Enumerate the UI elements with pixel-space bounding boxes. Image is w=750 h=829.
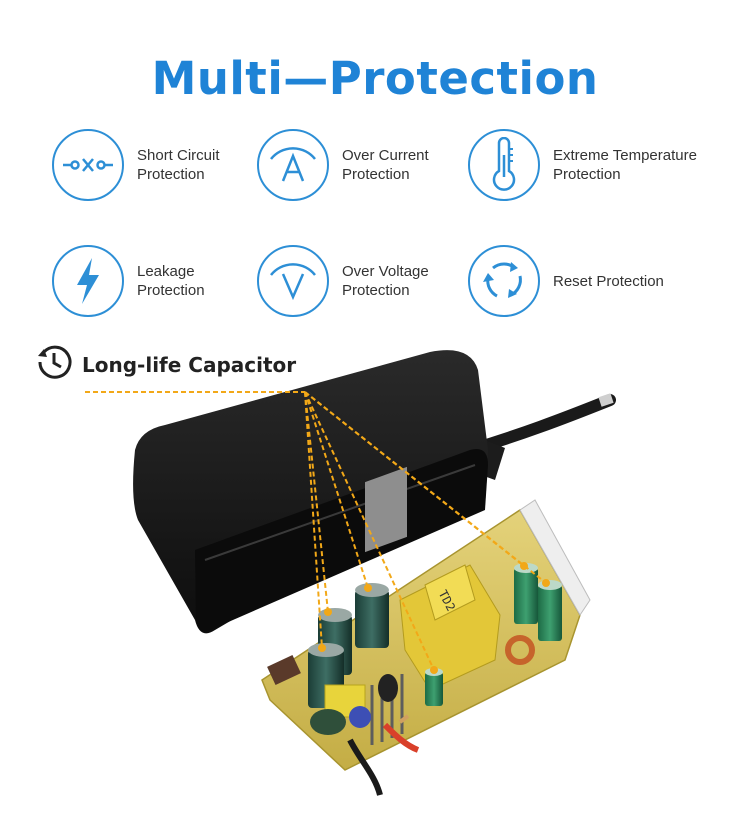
capacitor [355,583,389,648]
feature-leakage: Leakage Protection [52,245,205,317]
page-title: Multi—Protection [151,52,599,105]
clock-icon [36,344,72,385]
feature-label: Over Voltage Protection [342,263,429,299]
feature-label: Short Circuit Protection [137,147,220,183]
capacitor [514,563,538,624]
adapter-illustration: TD2 [85,350,616,796]
feature-label: Over Current Protection [342,147,429,183]
feature-extreme-temperature: Extreme Temperature Protection [468,129,697,201]
capacitor [538,580,562,641]
capacitor-label: Long-life Capacitor [82,352,297,377]
feature-over-voltage: Over Voltage Protection [257,245,429,317]
feature-short-circuit: Short Circuit Protection [52,129,220,201]
capacitor-callout-lines [85,391,547,671]
feature-label: Reset Protection [553,272,664,290]
thermometer-icon [468,129,540,201]
short-circuit-icon [52,129,124,201]
capacitor-callout: Long-life Capacitor [36,344,296,385]
feature-label: Leakage Protection [137,263,205,299]
voltmeter-icon [257,245,329,317]
feature-over-current: Over Current Protection [257,129,429,201]
feature-label: Extreme Temperature Protection [553,147,697,183]
ammeter-icon [257,129,329,201]
lightning-icon [52,245,124,317]
feature-reset: Reset Protection [468,245,664,317]
reset-cycle-icon [468,245,540,317]
